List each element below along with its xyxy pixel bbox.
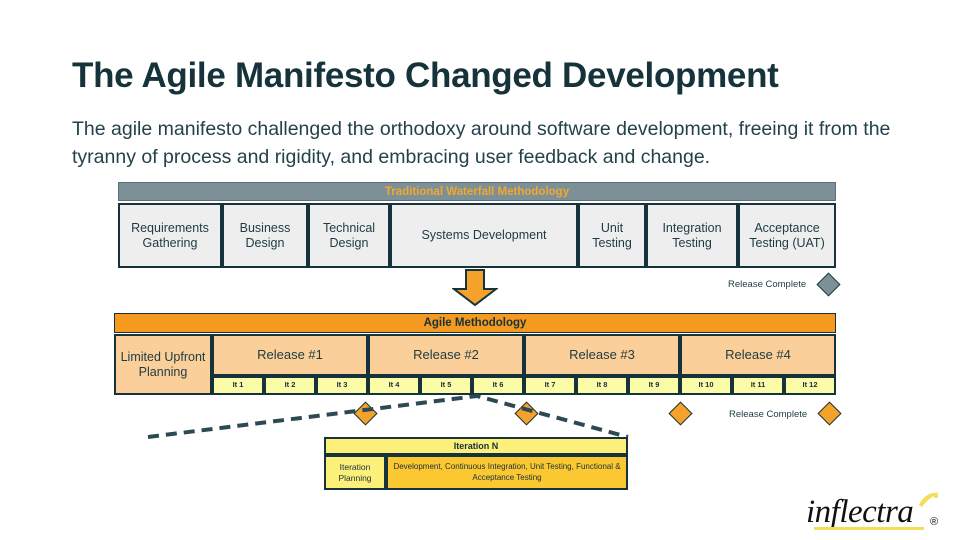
waterfall-phase-technical-design: Technical Design [308,203,390,268]
registered-trademark-symbol: ® [930,516,939,528]
page-title: The Agile Manifesto Changed Development [72,56,779,95]
waterfall-phase-systems-development: Systems Development [390,203,578,268]
waterfall-phase-unit-testing: Unit Testing [578,203,646,268]
iteration-detail-header: Iteration N [324,437,628,455]
agile-release-4: Release #4 [680,334,836,376]
agile-header: Agile Methodology [114,313,836,333]
agile-iteration-7: It 7 [524,376,576,395]
agile-release-2-complete-diamond-icon [514,401,539,426]
waterfall-phase-integration-testing: Integration Testing [646,203,738,268]
agile-iteration-11: It 11 [732,376,784,395]
agile-release-1: Release #1 [212,334,368,376]
waterfall-milestone-label: Release Complete [728,279,807,290]
agile-iteration-4: It 4 [368,376,420,395]
agile-iteration-10: It 10 [680,376,732,395]
logo-wordmark: inflectra [806,494,914,530]
agile-milestone-label: Release Complete [729,409,808,420]
waterfall-phase-business-design: Business Design [222,203,308,268]
waterfall-phase-acceptance-testing: Acceptance Testing (UAT) [738,203,836,268]
agile-iteration-9: It 9 [628,376,680,395]
iteration-work-cell: Development, Continuous Integration, Uni… [386,455,628,490]
agile-release-3: Release #3 [524,334,680,376]
waterfall-header: Traditional Waterfall Methodology [118,182,836,201]
agile-iteration-1: It 1 [212,376,264,395]
logo-underline [814,527,924,530]
waterfall-phase-requirements-gathering: Requirements Gathering [118,203,222,268]
inflectra-logo: inflectra ® [806,492,956,536]
agile-limited-upfront-planning: Limited Upfront Planning [114,334,212,395]
iteration-planning-cell: Iteration Planning [324,455,386,490]
agile-release-2: Release #2 [368,334,524,376]
agile-iteration-5: It 5 [420,376,472,395]
agile-release-4-complete-diamond-icon [817,401,842,426]
down-arrow-icon [451,269,499,307]
logo-swoosh-icon [918,492,940,508]
page-subtitle: The agile manifesto challenged the ortho… [72,118,891,168]
waterfall-release-complete-diamond-icon [816,272,841,297]
agile-iteration-8: It 8 [576,376,628,395]
agile-iteration-6: It 6 [472,376,524,395]
agile-iteration-12: It 12 [784,376,836,395]
agile-release-1-complete-diamond-icon [353,401,378,426]
agile-iteration-2: It 2 [264,376,316,395]
agile-iteration-3: It 3 [316,376,368,395]
agile-release-3-complete-diamond-icon [668,401,693,426]
